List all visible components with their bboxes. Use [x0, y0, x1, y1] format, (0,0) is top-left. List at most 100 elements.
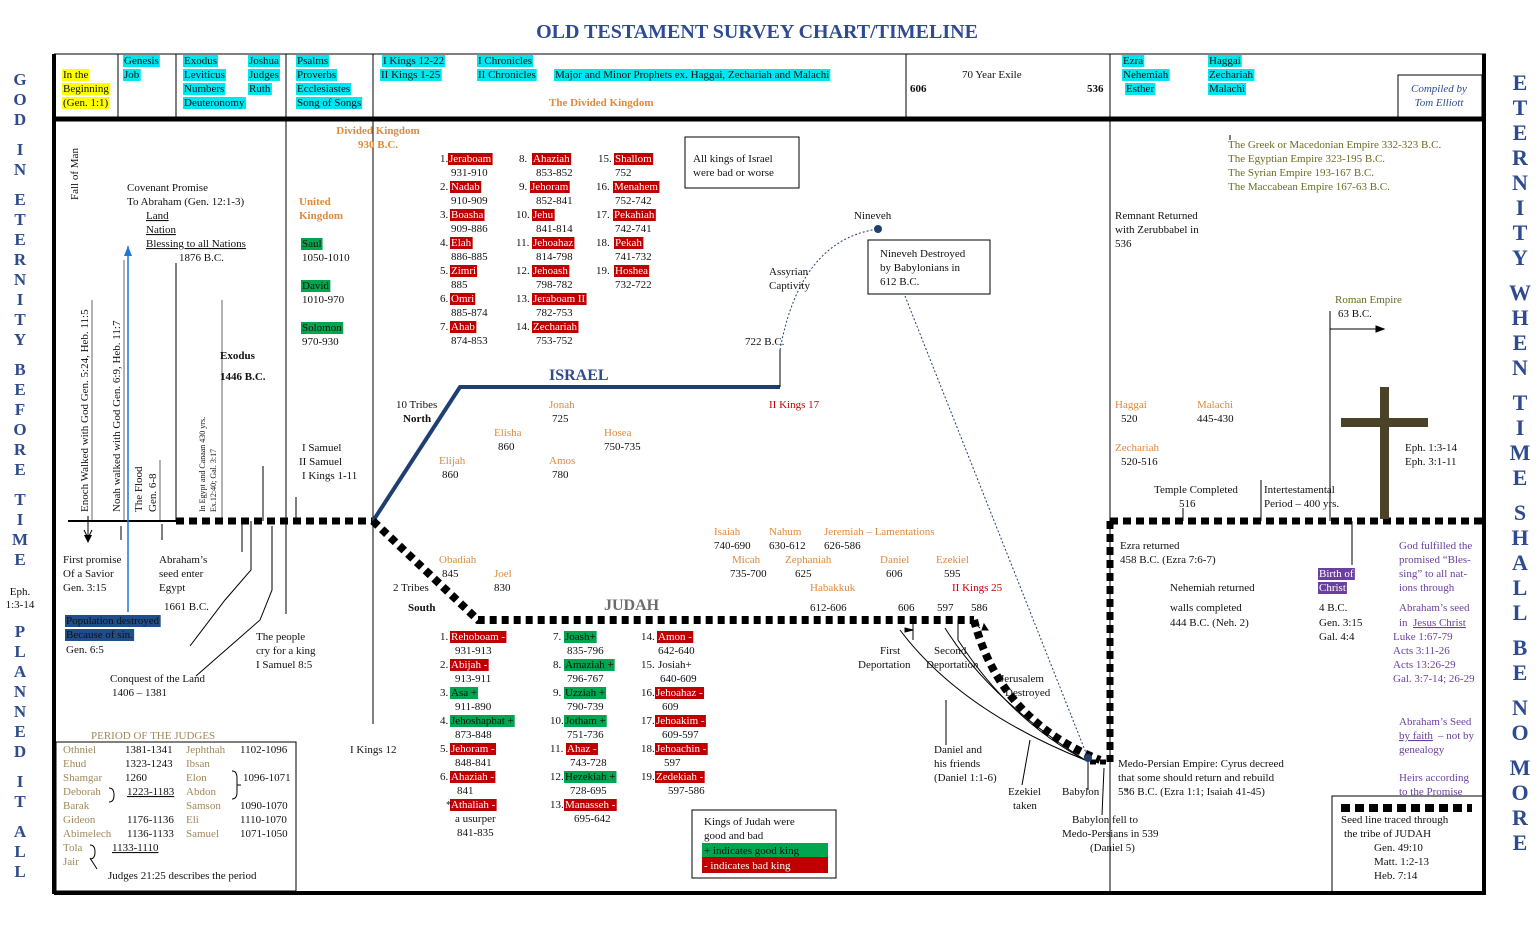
- label-isaiah: Isaiah: [714, 526, 741, 538]
- highlight-red: [532, 321, 579, 333]
- label-845: 845: [442, 568, 459, 580]
- label-885-874: 885-874: [451, 307, 488, 319]
- label-gen-3-15: Gen. 3:15: [1319, 617, 1363, 629]
- label-751-736: 751-736: [567, 729, 604, 741]
- label-the-church: The Church: [1405, 498, 1462, 510]
- label-josiah: Josiah+: [658, 659, 692, 671]
- label-586: 586: [971, 602, 988, 614]
- label-to-the-promise: to the Promise: [1399, 786, 1463, 798]
- label-1010-970: 1010-970: [302, 294, 345, 306]
- highlight-cyan: [296, 55, 330, 67]
- highlight-red: [450, 181, 482, 193]
- highlight-red: [450, 293, 476, 305]
- label-all-kings-of-israel: All kings of Israel: [693, 153, 773, 165]
- highlight-green: [450, 687, 479, 699]
- label-i-kings-12-22: I Kings 12-22: [383, 55, 444, 67]
- label-babylon-fell-to: Babylon fell to: [1072, 814, 1138, 826]
- label-8: 8.: [553, 659, 562, 671]
- label-kingdom: Kingdom: [299, 210, 343, 222]
- label-jephthah: Jephthah: [186, 744, 226, 756]
- label-exodus: Exodus: [184, 55, 217, 67]
- label-obadiah: Obadiah: [439, 554, 477, 566]
- label-753-752: 753-752: [536, 335, 573, 347]
- label-jonah: Jonah: [549, 399, 575, 411]
- highlight-red: [450, 659, 489, 671]
- label-solomon: Solomon: [302, 322, 342, 334]
- label-job: Job: [124, 69, 140, 81]
- highlight-purple: [1318, 568, 1355, 580]
- vertical-label-gen-6-8: Gen. 6-8: [147, 473, 159, 512]
- label-elah: Elah: [451, 237, 472, 249]
- label-597: 597: [937, 602, 954, 614]
- label-ii-chronicles: II Chronicles: [478, 69, 536, 81]
- label-5: 5.: [440, 743, 449, 755]
- highlight-cyan: [183, 55, 218, 67]
- label-by-faith: by faith: [1399, 730, 1433, 742]
- label-abraham-s-seed: Abraham’s seed: [1399, 602, 1470, 614]
- label-samuel: Samuel: [186, 828, 219, 840]
- label-intertestamental: Intertestamental: [1264, 484, 1335, 496]
- label-642-640: 642-640: [658, 645, 695, 657]
- label-tom-elliott: Tom Elliott: [1415, 97, 1465, 109]
- label-16: 16.: [596, 181, 610, 193]
- label-jesus-christ: Jesus Christ: [1413, 617, 1466, 629]
- label-eli: Eli: [186, 814, 199, 826]
- label-pekahiah: Pekahiah: [614, 209, 655, 221]
- label-1223-1183: 1223-1183: [127, 786, 175, 798]
- label-790-739: 790-739: [567, 701, 604, 713]
- label-malachi: Malachi: [1197, 399, 1233, 411]
- label-to-abraham-gen-12-1-3: To Abraham (Gen. 12:1-3): [127, 196, 244, 208]
- label-1: 1.: [440, 631, 449, 643]
- label-leviticus: Leviticus: [184, 69, 225, 81]
- label-15: 15.: [641, 659, 655, 671]
- legend-good-swatch: [702, 843, 828, 857]
- label-860: 860: [498, 441, 515, 453]
- label-874-853: 874-853: [451, 335, 488, 347]
- label-period-of-the-judges: PERIOD OF THE JUDGES: [91, 730, 215, 742]
- label-jair: Jair: [63, 856, 79, 868]
- label-his-friends: his friends: [934, 758, 980, 770]
- highlight-red: [532, 153, 572, 165]
- label-hezekiah: Hezekiah +: [565, 771, 615, 783]
- label-606: 606: [898, 602, 915, 614]
- label-promised-bles: promised “Bles-: [1399, 554, 1471, 566]
- label-911-890: 911-890: [455, 701, 492, 713]
- label-joash: Joash+: [565, 631, 596, 643]
- label-ehud: Ehud: [63, 758, 87, 770]
- highlight-green: [450, 715, 515, 727]
- highlight-cyan: [296, 97, 363, 109]
- label-by-babylonians-in: by Babylonians in: [880, 262, 961, 274]
- highlight-yellow: [62, 97, 110, 109]
- label-asa: Asa +: [451, 687, 477, 699]
- label-zechariah: Zechariah: [1209, 69, 1253, 81]
- highlight-green: [564, 659, 615, 671]
- label-3: 3.: [440, 209, 449, 221]
- label-ii-kings-17: II Kings 17: [769, 399, 820, 411]
- label-nahum: Nahum: [769, 526, 802, 538]
- label-18: 18.: [641, 743, 655, 755]
- label-manasseh: Manasseh -: [565, 799, 616, 811]
- nineveh-destroyed-box: [867, 239, 991, 295]
- highlight-red: [566, 743, 598, 755]
- highlight-red: [450, 321, 477, 333]
- label-habakkuk: Habakkuk: [810, 582, 856, 594]
- label-931-913: 931-913: [455, 645, 492, 657]
- label-jehoram: Jehoram -: [451, 743, 495, 755]
- label-17: 17.: [596, 209, 610, 221]
- label-david: David: [302, 280, 329, 292]
- label-jerusalem: Jerusalem: [1000, 673, 1044, 685]
- label-782-753: 782-753: [536, 307, 573, 319]
- label-841: 841: [457, 785, 474, 797]
- label-ezekiel: Ezekiel: [1008, 786, 1041, 798]
- label-13: 13.: [516, 293, 530, 305]
- label-the-egyptian-empire-323-195-b-c: The Egyptian Empire 323-195 B.C.: [1228, 153, 1385, 165]
- label-captivity: Captivity: [769, 280, 810, 292]
- label-695-642: 695-642: [574, 813, 611, 825]
- label-jehoash: Jehoash: [533, 265, 568, 277]
- label-jehoahaz: Jehoahaz: [533, 237, 573, 249]
- label-796-767: 796-767: [567, 673, 604, 685]
- label-abraham-s-seed: Abraham’s Seed: [1399, 716, 1472, 728]
- label-malachi: Malachi: [1209, 83, 1245, 95]
